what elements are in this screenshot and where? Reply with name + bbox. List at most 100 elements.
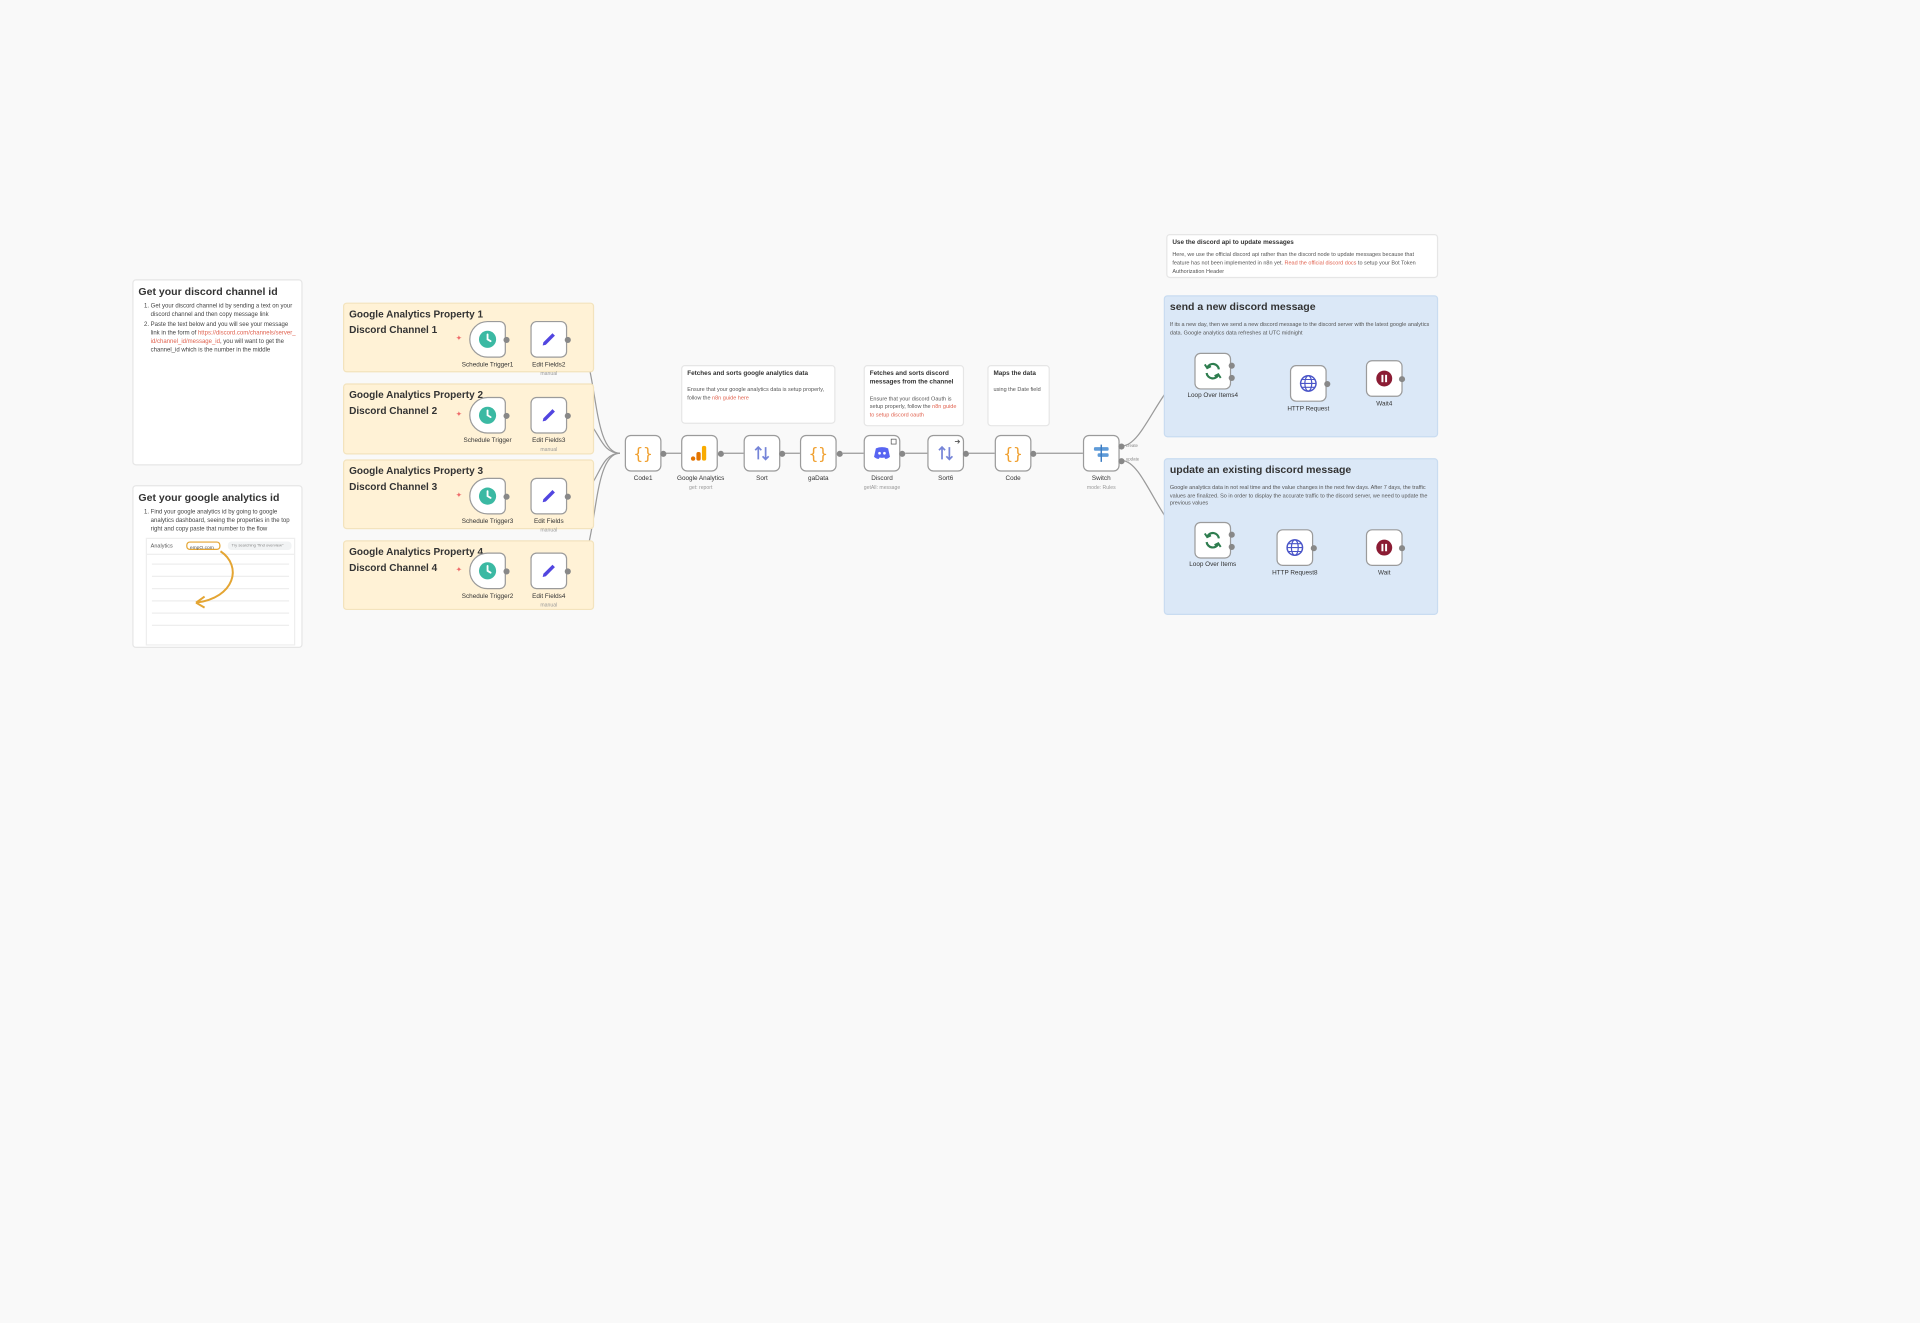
group-subtitle: Discord Channel 3 bbox=[349, 481, 438, 493]
node-subtitle: manual bbox=[540, 369, 558, 377]
http-request8-node[interactable] bbox=[1276, 529, 1314, 566]
node-label: Edit Fields2 bbox=[532, 361, 566, 369]
loop-over-items4-node[interactable] bbox=[1194, 352, 1232, 390]
discord-api-note[interactable]: Use the discord api to update messages H… bbox=[1166, 233, 1439, 279]
schedule-trigger3-node[interactable] bbox=[469, 477, 506, 515]
loop-icon bbox=[1203, 531, 1222, 549]
group-title: Google Analytics Property 3 bbox=[349, 465, 484, 477]
output-port[interactable] bbox=[836, 450, 843, 457]
switch-node[interactable] bbox=[1082, 434, 1120, 472]
node-label: Code1 bbox=[633, 475, 653, 483]
edit-fields4-node[interactable] bbox=[530, 552, 568, 590]
schedule-trigger1-node[interactable] bbox=[469, 320, 506, 358]
note-step-text: Paste the text below and you will see yo… bbox=[150, 322, 289, 338]
http-request-node[interactable] bbox=[1289, 365, 1327, 402]
output-port[interactable] bbox=[564, 336, 571, 343]
pencil-icon bbox=[542, 333, 555, 346]
edit-fields2-node[interactable] bbox=[530, 320, 568, 358]
output-port[interactable] bbox=[564, 568, 571, 575]
output-port[interactable] bbox=[660, 450, 667, 457]
output-port[interactable] bbox=[1030, 450, 1037, 457]
wait4-node[interactable] bbox=[1365, 360, 1403, 397]
discord-oauth-link[interactable]: n8n guide to setup discord oauth bbox=[869, 403, 957, 418]
output-port[interactable] bbox=[1310, 545, 1317, 552]
node-subtitle: mode: Rules bbox=[1086, 483, 1116, 490]
node-label: HTTP Request8 bbox=[1272, 569, 1318, 577]
output-port-done[interactable] bbox=[1228, 374, 1235, 381]
output-port-loop[interactable] bbox=[1228, 531, 1235, 538]
globe-icon bbox=[1299, 374, 1317, 392]
output-port[interactable] bbox=[899, 450, 906, 457]
gadata-node[interactable]: {} bbox=[799, 434, 837, 472]
output-port[interactable] bbox=[503, 568, 510, 575]
clock-icon bbox=[478, 330, 497, 348]
group-property-2[interactable]: Google Analytics Property 2 Discord Chan… bbox=[343, 383, 595, 455]
output-port[interactable] bbox=[1398, 376, 1406, 383]
ga-divider bbox=[151, 624, 290, 626]
ga-search-box: Try searching "find overview" bbox=[227, 541, 292, 551]
clock-icon bbox=[478, 406, 497, 424]
output-port[interactable] bbox=[779, 450, 786, 457]
discord-url-link[interactable]: https://discord.com/channels/server_id/c… bbox=[150, 330, 296, 346]
ga-divider bbox=[151, 575, 290, 577]
output-port-update[interactable] bbox=[1118, 458, 1125, 465]
edit-fields3-node[interactable] bbox=[530, 396, 568, 434]
output-port-loop[interactable] bbox=[1228, 362, 1235, 369]
output-port[interactable] bbox=[1398, 545, 1406, 552]
discord-docs-link[interactable]: Read the official discord docs bbox=[1284, 259, 1357, 266]
ga-divider bbox=[151, 563, 290, 565]
loop-over-items-node[interactable] bbox=[1194, 521, 1232, 559]
group-title: Google Analytics Property 4 bbox=[349, 546, 484, 558]
ga-id-note[interactable]: Get your google analytics id Find your g… bbox=[132, 485, 303, 649]
output-port[interactable] bbox=[1324, 380, 1331, 388]
note-body: Get your discord channel id by sending a… bbox=[138, 302, 296, 355]
output-port[interactable] bbox=[503, 336, 510, 343]
node-label: Switch bbox=[1091, 475, 1111, 483]
ga-header-bar bbox=[147, 539, 294, 555]
note-title: Get your discord channel id bbox=[138, 285, 278, 298]
node-label: Edit Fields bbox=[533, 518, 564, 526]
node-label: HTTP Request bbox=[1287, 405, 1330, 413]
sort-node[interactable] bbox=[743, 434, 781, 472]
discord-node[interactable] bbox=[863, 434, 901, 472]
note-text: Here, we use the official discord api ra… bbox=[1172, 251, 1415, 266]
discord-channel-note[interactable]: Get your discord channel id Get your dis… bbox=[132, 279, 303, 466]
node-label: gaData bbox=[808, 475, 829, 483]
google-analytics-node[interactable] bbox=[681, 434, 718, 472]
output-port[interactable] bbox=[564, 493, 571, 500]
node-subtitle: getAll: message bbox=[863, 483, 901, 490]
note-title: Fetches and sorts discord messages from … bbox=[869, 369, 954, 387]
discord-icon bbox=[874, 447, 890, 459]
schedule-trigger-node[interactable] bbox=[469, 396, 506, 434]
output-port-create[interactable] bbox=[1118, 443, 1125, 450]
note-title: Get your google analytics id bbox=[138, 491, 280, 504]
pause-icon bbox=[1376, 370, 1393, 387]
code1-node[interactable]: {} bbox=[624, 434, 662, 472]
output-port[interactable] bbox=[717, 450, 724, 457]
output-port-done[interactable] bbox=[1228, 543, 1235, 551]
clock-icon bbox=[478, 562, 497, 580]
group-subtitle: Discord Channel 1 bbox=[349, 324, 438, 336]
ga-guide-link[interactable]: n8n guide here bbox=[712, 394, 749, 401]
ga-divider bbox=[151, 612, 290, 614]
node-subtitle: manual bbox=[540, 445, 558, 453]
discord-fetch-note[interactable]: Fetches and sorts discord messages from … bbox=[863, 365, 965, 427]
output-port[interactable] bbox=[564, 412, 571, 419]
sort6-node[interactable] bbox=[927, 434, 965, 472]
schedule-trigger2-node[interactable] bbox=[469, 552, 506, 590]
sort-arrows-icon bbox=[754, 445, 770, 461]
output-port[interactable] bbox=[503, 412, 510, 419]
wait-node[interactable] bbox=[1365, 529, 1403, 566]
maps-data-note[interactable]: Maps the data using the Date field bbox=[987, 365, 1050, 427]
node-label: Wait4 bbox=[1376, 400, 1393, 408]
svg-text:{}: {} bbox=[634, 444, 653, 463]
fetch-sort-note[interactable]: Fetches and sorts google analytics data … bbox=[681, 365, 836, 424]
svg-text:{}: {} bbox=[809, 444, 828, 463]
code-node[interactable]: {} bbox=[994, 434, 1032, 472]
output-port[interactable] bbox=[962, 450, 969, 457]
note-body: Here, we use the official discord api ra… bbox=[1172, 251, 1432, 276]
output-port[interactable] bbox=[503, 493, 510, 500]
edit-fields-node[interactable] bbox=[530, 477, 568, 515]
